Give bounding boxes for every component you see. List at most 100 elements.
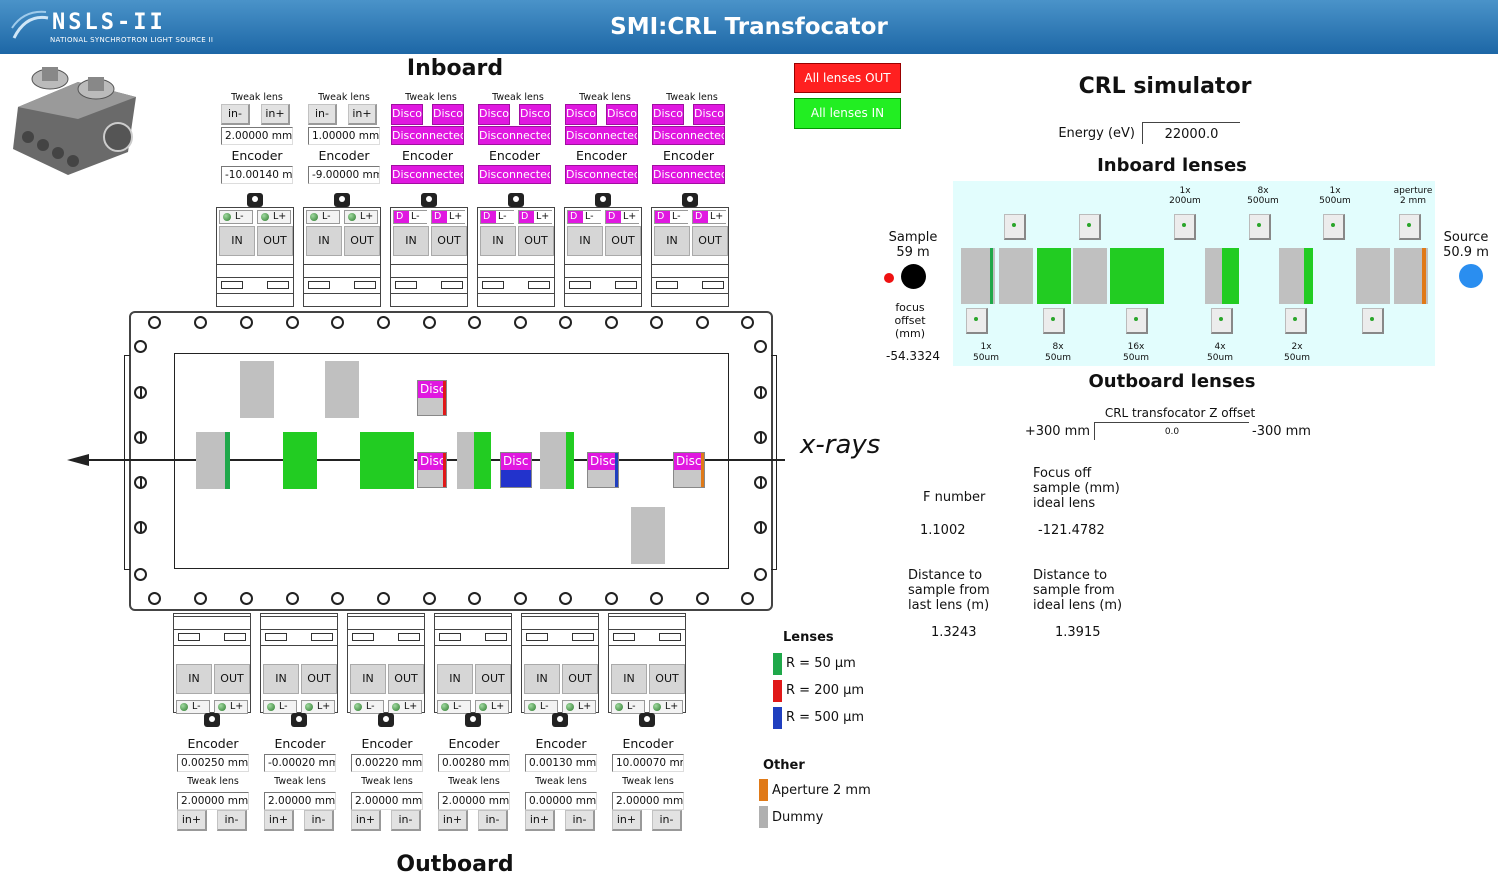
tweak-in-plus-button[interactable]: in+ <box>525 810 555 831</box>
lens-out-button[interactable]: OUT <box>301 664 337 694</box>
sim-bottom-label-2: 50um <box>1207 353 1233 363</box>
housing-rail <box>124 355 130 570</box>
lens-out-button[interactable]: OUT <box>649 664 685 694</box>
sim-lens-edge <box>990 248 993 304</box>
lens-edge-50um <box>225 432 230 489</box>
lens-out-button[interactable]: OUT <box>257 226 293 256</box>
tweak-step-input[interactable]: 2.00000 mm <box>177 792 249 810</box>
tweak-in-minus-button[interactable]: in- <box>652 810 682 831</box>
inboard-lens-toggle[interactable] <box>1079 214 1101 240</box>
lens-in-button[interactable]: IN <box>437 664 473 694</box>
tweak-in-plus-button[interactable]: in+ <box>351 810 381 831</box>
z-offset-min: +300 mm <box>1024 424 1090 439</box>
inboard-lens-toggle[interactable] <box>1249 214 1271 240</box>
tweak-in-plus-button[interactable]: in+ <box>612 810 642 831</box>
tweak-in-minus-disconnected[interactable]: Disco <box>391 104 423 125</box>
all-lenses-in-button[interactable]: All lenses IN <box>794 98 901 129</box>
tweak-in-plus-button[interactable]: in+ <box>177 810 207 831</box>
lens-out-button[interactable]: OUT <box>692 226 728 256</box>
lens-in-button[interactable]: IN <box>176 664 212 694</box>
tweak-in-plus-button[interactable]: in+ <box>348 104 377 125</box>
tweak-in-plus-disconnected[interactable]: Disco <box>432 104 464 125</box>
lens-in-button[interactable]: IN <box>219 226 255 256</box>
housing-clamp <box>526 633 548 641</box>
f-number-value: 1.1002 <box>920 523 966 538</box>
lens-in-button[interactable]: IN <box>611 664 647 694</box>
z-offset-slider[interactable]: 0.0 <box>1094 422 1249 440</box>
outboard-lens-toggle[interactable] <box>1362 308 1384 334</box>
lens-out-button[interactable]: OUT <box>344 226 380 256</box>
dist-last-line-3: last lens (m) <box>908 598 990 613</box>
inboard-lens-toggle[interactable] <box>1174 214 1196 240</box>
lens-out-button[interactable]: OUT <box>475 664 511 694</box>
tweak-in-minus-disconnected[interactable]: Disco <box>565 104 597 125</box>
led-icon <box>528 703 536 711</box>
knob-hole-icon <box>339 196 345 202</box>
lens-out-button[interactable]: OUT <box>562 664 598 694</box>
inboard-lens-toggle[interactable] <box>1004 214 1026 240</box>
lens-out-button[interactable]: OUT <box>518 226 554 256</box>
tweak-in-plus-disconnected[interactable]: Disco <box>519 104 551 125</box>
tweak-in-minus-button[interactable]: in- <box>304 810 334 831</box>
tweak-in-plus-disconnected[interactable]: Disco <box>606 104 638 125</box>
housing-line <box>652 277 728 278</box>
limit-minus-label: L- <box>279 701 288 712</box>
inboard-lens-toggle[interactable] <box>1399 214 1421 240</box>
tweak-in-minus-button[interactable]: in- <box>217 810 247 831</box>
outboard-lens-toggle[interactable] <box>1285 308 1307 334</box>
lens-out-button[interactable]: OUT <box>431 226 467 256</box>
tweak-in-minus-disconnected[interactable]: Disco <box>652 104 684 125</box>
energy-input[interactable]: 22000.0 <box>1142 122 1240 144</box>
lens-out-button[interactable]: OUT <box>214 664 250 694</box>
tweak-in-minus-button[interactable]: in- <box>565 810 595 831</box>
inboard-lens-toggle[interactable] <box>1323 214 1345 240</box>
lens-in-button[interactable]: IN <box>306 226 342 256</box>
tweak-step-input[interactable]: 2.00000 mm <box>351 792 423 810</box>
outboard-lens-toggle[interactable] <box>1043 308 1065 334</box>
outboard-lens-toggle[interactable] <box>1126 308 1148 334</box>
tweak-step-input[interactable]: 2.00000 mm <box>612 792 684 810</box>
housing-screw-icon <box>286 592 299 605</box>
tweak-in-plus-button[interactable]: in+ <box>261 104 290 125</box>
tweak-in-plus-button[interactable]: in+ <box>438 810 468 831</box>
lens-in-button[interactable]: IN <box>654 226 690 256</box>
tweak-in-minus-button[interactable]: in- <box>478 810 508 831</box>
tweak-step-disconnected[interactable]: Disconnected <box>478 126 551 145</box>
lens-out-button[interactable]: OUT <box>388 664 424 694</box>
housing-clamp <box>265 633 287 641</box>
tweak-in-plus-button[interactable]: in+ <box>264 810 294 831</box>
tweak-step-disconnected[interactable]: Disconnected <box>391 126 464 145</box>
lens-out-button[interactable]: OUT <box>605 226 641 256</box>
lens-in-button[interactable]: IN <box>480 226 516 256</box>
legend-swatch <box>759 806 768 828</box>
outboard-lens-toggle[interactable] <box>966 308 988 334</box>
lens-in-button[interactable]: IN <box>524 664 560 694</box>
lens-in-button[interactable]: IN <box>567 226 603 256</box>
housing-bolt-icon <box>754 476 767 489</box>
tweak-in-minus-button[interactable]: in- <box>221 104 250 125</box>
led-icon <box>566 703 574 711</box>
lens-stack-in-beam <box>566 432 574 489</box>
tweak-step-input[interactable]: 2.00000 mm <box>221 127 293 145</box>
legend-other-label: Dummy <box>772 810 824 825</box>
tweak-in-minus-button[interactable]: in- <box>391 810 421 831</box>
housing-screw-icon <box>650 316 663 329</box>
tweak-step-disconnected[interactable]: Disconnected <box>652 126 725 145</box>
tweak-step-input[interactable]: 0.00000 mm <box>525 792 597 810</box>
outboard-lens-toggle[interactable] <box>1211 308 1233 334</box>
lens-in-button[interactable]: IN <box>350 664 386 694</box>
tweak-in-minus-disconnected[interactable]: Disco <box>478 104 510 125</box>
all-lenses-out-button[interactable]: All lenses OUT <box>794 63 901 93</box>
housing-line <box>435 629 511 630</box>
tweak-in-plus-disconnected[interactable]: Disco <box>693 104 725 125</box>
tweak-step-input[interactable]: 2.00000 mm <box>438 792 510 810</box>
tweak-in-minus-button[interactable]: in- <box>308 104 337 125</box>
lens-in-button[interactable]: IN <box>263 664 299 694</box>
tweak-step-input[interactable]: 2.00000 mm <box>264 792 336 810</box>
lens-in-button[interactable]: IN <box>393 226 429 256</box>
dist-ideal-line-1: Distance to <box>1033 568 1108 583</box>
sim-top-label-2: 200um <box>1169 196 1201 206</box>
limit-plus-label: L+ <box>360 211 374 222</box>
tweak-step-input[interactable]: 1.00000 mm <box>308 127 380 145</box>
tweak-step-disconnected[interactable]: Disconnected <box>565 126 638 145</box>
